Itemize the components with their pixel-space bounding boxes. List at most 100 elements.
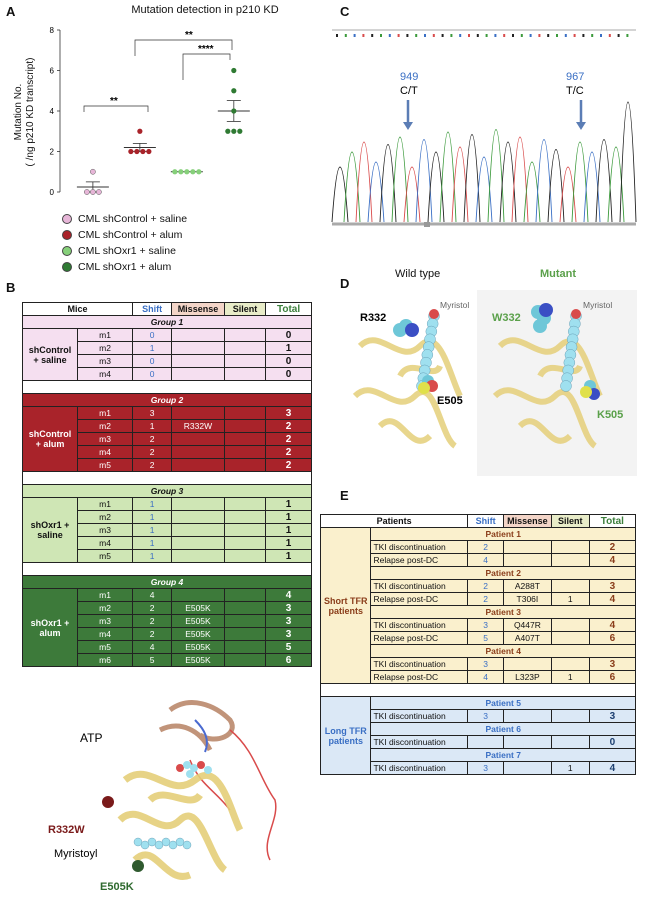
- group-title: Group 1: [22, 315, 312, 329]
- chart-title: Mutation detection in p210 KD: [131, 4, 279, 16]
- missense-value: [171, 354, 225, 368]
- chromatogram-peak: [367, 161, 385, 223]
- base-call-mark: [512, 34, 514, 37]
- total-count: 2: [265, 445, 312, 459]
- legend-item: CML shOxr1 + saline: [62, 243, 187, 259]
- silent-count: [550, 657, 590, 671]
- shift-count: 2: [467, 540, 504, 554]
- base-call-mark: [344, 34, 347, 37]
- missense-value: [502, 657, 552, 671]
- shift-count: 5: [467, 631, 504, 645]
- group-title: Group 3: [22, 484, 312, 498]
- header-total: Total: [265, 302, 312, 316]
- shift-count: 2: [132, 614, 173, 628]
- total-count: 4: [588, 761, 637, 775]
- shift-count: 4: [132, 588, 173, 602]
- k505-atom: [580, 386, 592, 398]
- missense-value: [502, 761, 552, 775]
- total-count: 1: [265, 497, 312, 511]
- missense-value: L323P: [502, 670, 552, 684]
- patient-title: Patient 3: [370, 605, 636, 619]
- kinase-structure-svg: ATP R332W Myristoyl E505K: [48, 700, 277, 893]
- silent-count: [550, 631, 590, 645]
- shift-count: 1: [132, 497, 173, 511]
- group-header-row: Group 3: [22, 484, 312, 498]
- mouse-id: m1: [77, 497, 134, 511]
- mouse-id: m2: [77, 419, 134, 433]
- shift-count: 4: [467, 670, 504, 684]
- silent-count: [223, 497, 267, 511]
- total-count: 2: [265, 419, 312, 433]
- base-call-mark: [608, 34, 611, 37]
- base-call-mark: [485, 34, 488, 37]
- sample-stage: Relapse post-DC: [370, 553, 469, 567]
- shift-count: 2: [467, 579, 504, 593]
- series-group: [76, 168, 109, 195]
- silent-count: [223, 523, 267, 537]
- panel-a: Mutation detection in p210 KD Mutation N…: [0, 0, 330, 280]
- legend-item: CML shControl + alum: [62, 227, 187, 243]
- substitution-949: C/T: [400, 85, 418, 97]
- myristol-label-mt: Myristol: [583, 300, 612, 310]
- chromatogram-peak: [403, 166, 421, 223]
- sig-label-2: **: [185, 30, 193, 41]
- group-title: Group 4: [22, 575, 312, 589]
- y-tick-label: 4: [50, 107, 55, 116]
- mutation-position-949: 949: [400, 71, 418, 83]
- silent-count: [223, 419, 267, 433]
- chromatogram-peak: [487, 129, 505, 223]
- mutation-position-967: 967: [566, 71, 584, 83]
- chromatogram-peak: [343, 151, 361, 223]
- panel-letter-e: E: [340, 488, 349, 503]
- shift-count: 3: [467, 761, 504, 775]
- data-point: [231, 67, 237, 74]
- chromatogram-peak: [355, 141, 373, 223]
- data-point: [231, 88, 237, 94]
- base-call-mark: [450, 34, 453, 37]
- oxygen-atom: [571, 309, 581, 319]
- total-count: 6: [588, 670, 637, 684]
- sample-stage: TKI discontinuation: [370, 579, 469, 593]
- total-count: 4: [588, 618, 637, 632]
- shift-count: 1: [132, 341, 173, 355]
- silent-count: [223, 640, 267, 654]
- myristoyl-atom: [133, 837, 143, 847]
- total-count: 3: [265, 601, 312, 615]
- patient-title: Patient 7: [370, 748, 636, 762]
- atp-atom: [197, 761, 205, 769]
- mouse-id: m1: [77, 588, 134, 602]
- group-label: shControl + saline: [21, 328, 79, 381]
- silent-count: 1: [550, 670, 590, 684]
- shift-count: 1: [132, 419, 173, 433]
- shift-count: 1: [132, 510, 173, 524]
- mouse-id: m1: [77, 328, 134, 342]
- protein-structures: R332 Myristol E505 W332 Myristol K505: [352, 290, 637, 476]
- base-call-mark: [380, 34, 382, 37]
- missense-value: [171, 536, 225, 550]
- chromatogram-peak: [619, 101, 637, 223]
- data-point: [90, 189, 96, 195]
- data-point: [140, 148, 146, 155]
- spacer-row: [22, 471, 312, 485]
- total-count: 3: [588, 579, 637, 593]
- legend-swatch: [62, 262, 72, 273]
- base-call-mark: [406, 34, 409, 37]
- atp-atom: [176, 764, 184, 772]
- spacer-row: [22, 562, 312, 576]
- shift-count: 3: [467, 709, 504, 723]
- silent-count: [223, 510, 267, 524]
- atp-atom: [183, 761, 191, 769]
- total-count: 2: [265, 458, 312, 472]
- substitution-967: T/C: [566, 85, 584, 97]
- missense-value: E505K: [171, 653, 225, 667]
- patient-header-row: Patient 4: [321, 644, 636, 658]
- silent-count: [223, 445, 267, 459]
- silent-count: [223, 653, 267, 667]
- shift-count: 2: [132, 445, 173, 459]
- group-label: shControl + alum: [21, 406, 79, 472]
- sig-bracket-2: [134, 39, 233, 56]
